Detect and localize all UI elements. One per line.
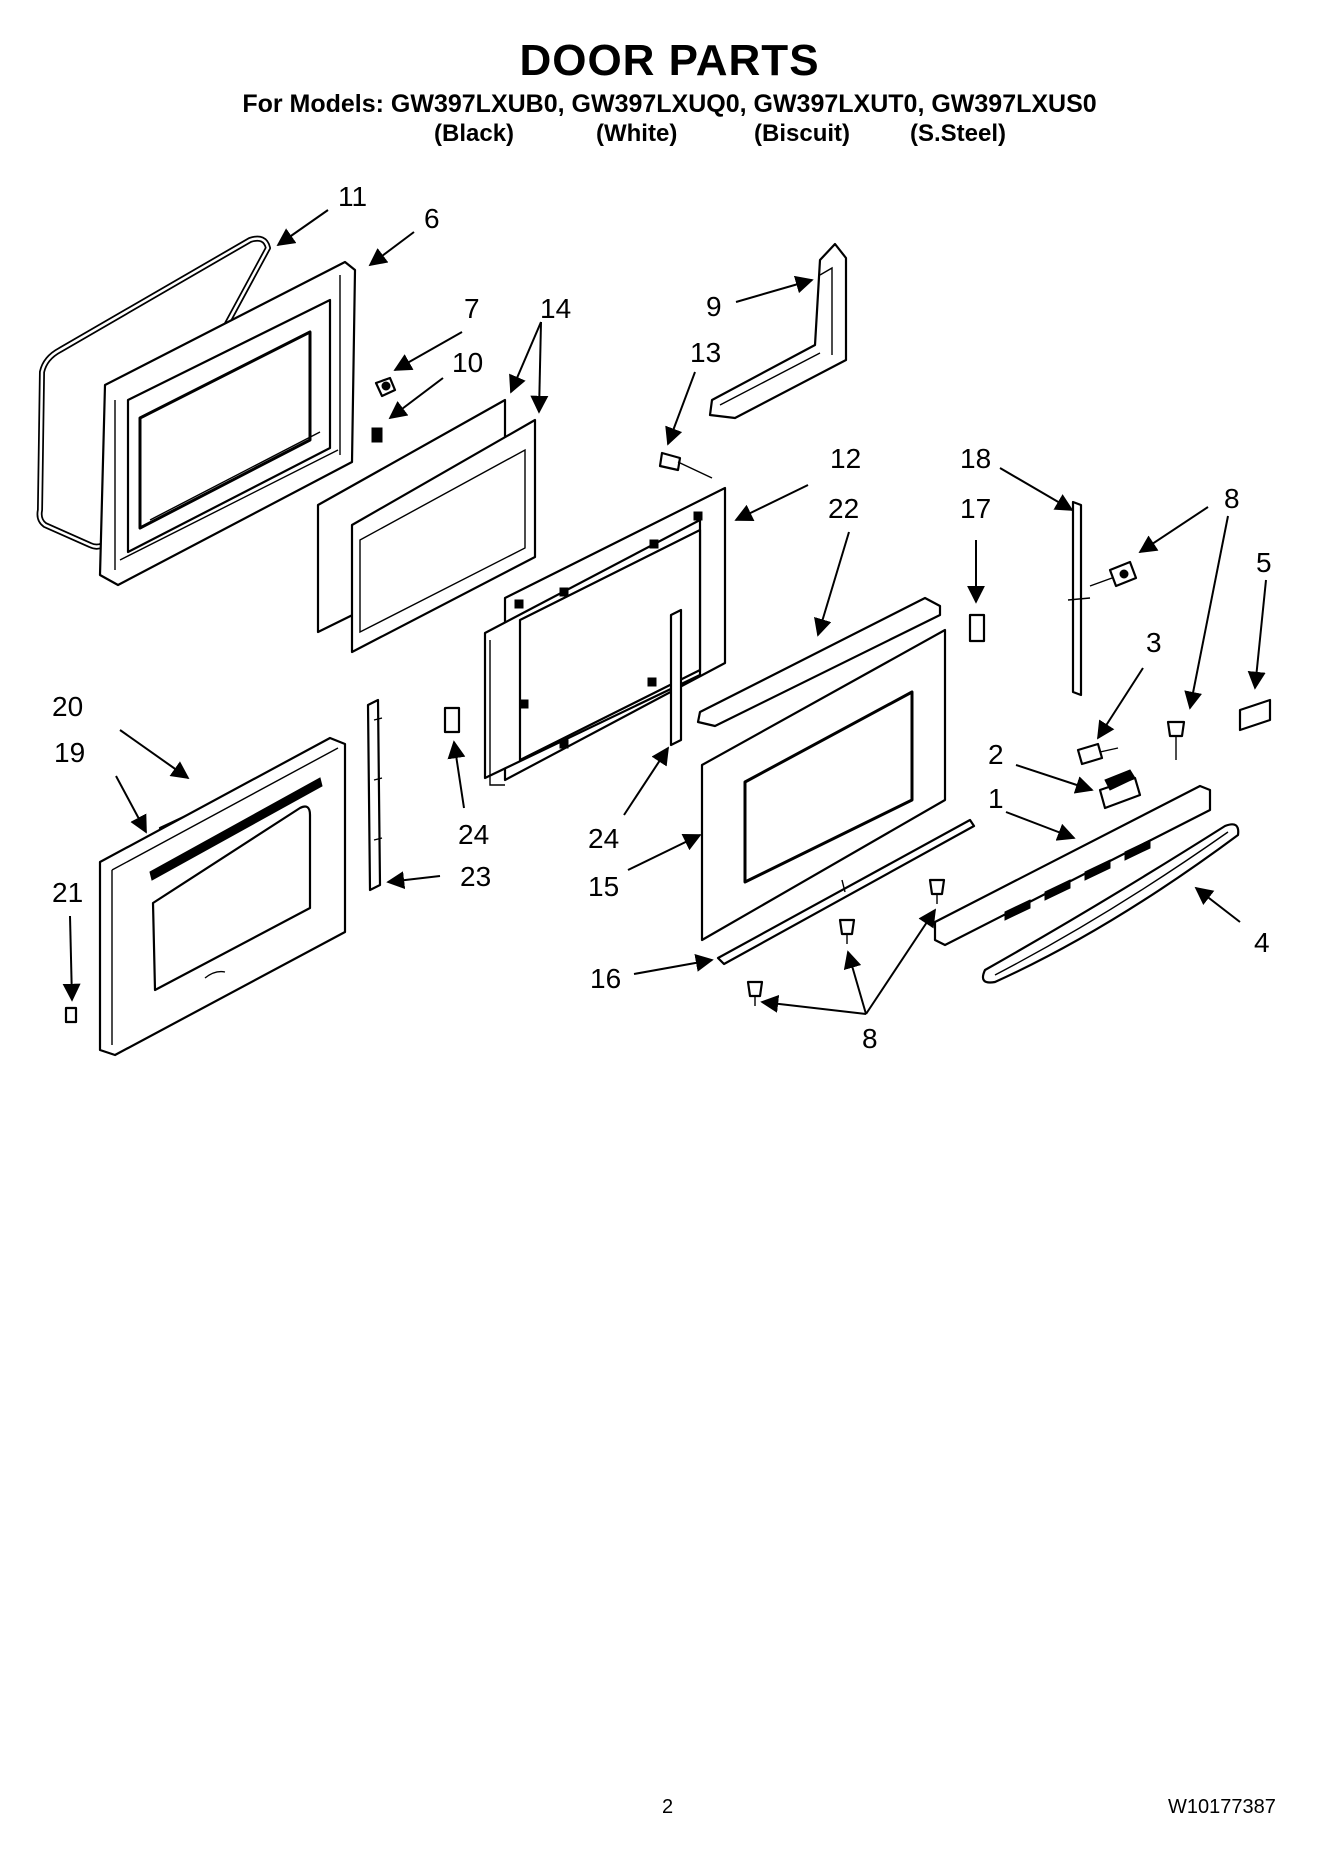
door-spacer-part <box>64 1006 78 1024</box>
door-trim-top-part <box>696 596 942 728</box>
callout-4: 4 <box>1254 927 1270 958</box>
frame-screw-part <box>658 451 713 479</box>
complete-door-assembly-part <box>98 736 347 1057</box>
callout-24-right: 24 <box>588 823 619 854</box>
callout-5: 5 <box>1256 547 1272 578</box>
leader-arrows <box>62 209 1267 1015</box>
callout-15: 15 <box>588 871 619 902</box>
callout-9: 9 <box>706 291 722 322</box>
callout-21: 21 <box>52 877 83 908</box>
variant-white: (White) <box>596 120 678 147</box>
vent-duct-part <box>708 242 848 420</box>
callout-17: 17 <box>960 493 991 524</box>
models-line: For Models: GW397LXUB0, GW397LXUQ0, GW39… <box>242 90 1097 118</box>
variant-stainless: (S.Steel) <box>910 120 1007 147</box>
callout-1: 1 <box>988 783 1004 814</box>
callout-16: 16 <box>590 963 621 994</box>
variant-black: (Black) <box>434 120 515 147</box>
bottom-screw-part-1 <box>746 980 764 1006</box>
outer-door-panel-part <box>700 628 947 942</box>
callout-8-bottom: 8 <box>862 1023 878 1054</box>
callout-23: 23 <box>460 861 491 892</box>
bracket-screw-part <box>1076 742 1119 766</box>
trim-screw-part <box>1166 720 1186 760</box>
handle-trim-panel-part <box>933 784 1212 947</box>
callout-24-left: 24 <box>458 819 489 850</box>
hinge-bar-part <box>366 698 383 892</box>
callout-7: 7 <box>464 293 480 324</box>
door-bottom-trim-part <box>716 818 976 966</box>
door-stop-part <box>371 427 383 443</box>
door-rod-part <box>1067 500 1091 697</box>
callout-3: 3 <box>1146 627 1162 658</box>
glass-retainer-strip-part <box>669 608 683 747</box>
hinge-screw-part <box>374 376 397 398</box>
spacer-clip-part-left <box>443 706 461 734</box>
callout-22: 22 <box>828 493 859 524</box>
callout-6: 6 <box>424 203 440 234</box>
door-handle-part <box>981 823 1240 984</box>
callout-14: 14 <box>540 293 571 324</box>
variant-biscuit: (Biscuit) <box>754 120 850 147</box>
callout-18: 18 <box>960 443 991 474</box>
glass-pack-frame-part <box>483 486 727 786</box>
handle-bracket-part <box>1098 769 1142 810</box>
page-title: DOOR PARTS <box>519 36 820 85</box>
callout-8-top: 8 <box>1224 483 1240 514</box>
door-glass-part <box>316 398 537 654</box>
callout-labels: 11 6 7 14 10 9 13 12 22 18 17 8 5 3 2 1 … <box>52 181 1272 1054</box>
callout-10: 10 <box>452 347 483 378</box>
hinge-bracket-insert-part <box>968 613 986 643</box>
handle-screw-part <box>1089 560 1138 588</box>
document-number: W10177387 <box>1168 1796 1276 1818</box>
callout-11: 11 <box>338 181 367 212</box>
door-gasket-part <box>36 235 271 550</box>
callout-20: 20 <box>52 691 83 722</box>
callout-19: 19 <box>54 737 85 768</box>
bottom-screw-part-3 <box>928 878 946 904</box>
callout-13: 13 <box>690 337 721 368</box>
callout-2: 2 <box>988 739 1004 770</box>
callout-12: 12 <box>830 443 861 474</box>
inner-door-liner-part <box>98 260 357 587</box>
page-number: 2 <box>662 1796 674 1818</box>
nameplate-badge-part <box>1238 698 1272 732</box>
bottom-screw-part-2 <box>838 918 856 944</box>
